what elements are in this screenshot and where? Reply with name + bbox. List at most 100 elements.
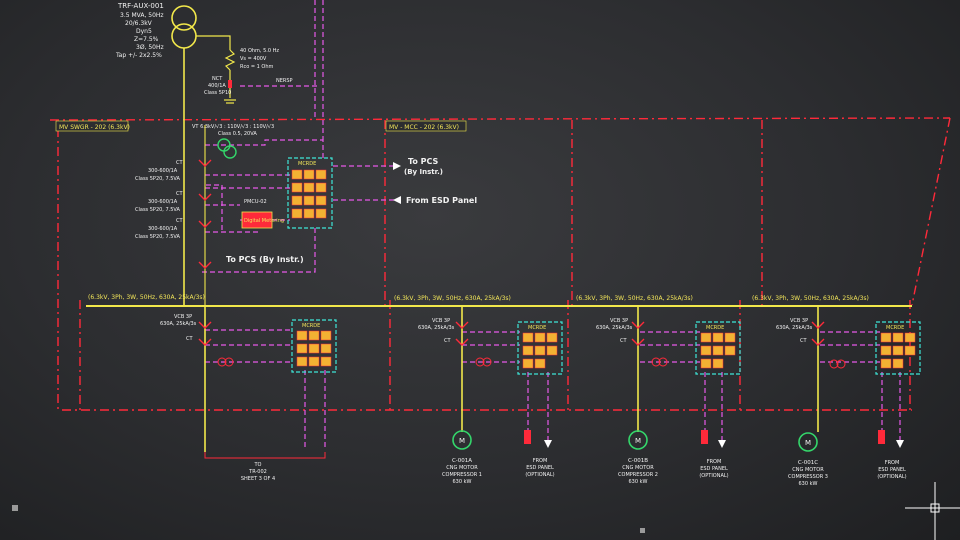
vcb-label: VCB 3P xyxy=(174,314,192,320)
vcb-rating: 630A, 25kA/3s xyxy=(160,321,197,327)
neutral-earthing[interactable]: 40 Ohm, 5.0 Hz Vs = 400V Rco = 1 Ohm NCT… xyxy=(196,35,293,104)
feeder-relay-tag: MCRDE xyxy=(302,323,320,329)
transformer-tag: TRF-AUX-001 xyxy=(117,2,164,10)
metering-label: Digital Metering xyxy=(244,218,284,224)
motor-icon xyxy=(452,430,472,450)
motor-tag: C-001C xyxy=(798,460,818,466)
esd-panel-1[interactable]: FROM ESD PANEL (OPTIONAL) xyxy=(524,430,555,478)
feeder-relay-tag: MCRDE xyxy=(706,325,724,331)
vcb-rating: 630A, 25kA/3s xyxy=(596,325,633,331)
motor-c001a[interactable]: M C-001A CNG MOTOR COMPRESSOR 1 630 kW xyxy=(442,430,482,485)
feeder-motor-3[interactable]: VCB 3P 630A, 25kA/3s CT MCRDE xyxy=(776,306,921,432)
metering-tag: PMCU-02 xyxy=(244,199,267,205)
transformer-spec: Z=7.5% xyxy=(134,36,159,43)
incomer-relay-tag: MCRDE xyxy=(298,161,316,167)
incomer-ct-label: CT xyxy=(176,218,183,224)
tr-label-line: TO xyxy=(254,462,262,468)
incomer-relay[interactable]: MCRDE xyxy=(287,157,333,229)
to-pcs-label: To PCS xyxy=(408,157,439,166)
motor-kw: 630 kW xyxy=(629,479,648,485)
nct-spec: 400/1A xyxy=(208,83,226,89)
vcb-rating: 630A, 25kA/3s xyxy=(776,325,813,331)
motor-symbol: M xyxy=(459,437,465,445)
esd-label: (OPTIONAL) xyxy=(525,472,554,478)
tr-label-line: SHEET 3 OF 4 xyxy=(241,476,275,482)
motor-desc: COMPRESSOR 3 xyxy=(788,474,828,480)
from-esd-label: From ESD Panel xyxy=(406,196,477,205)
tr-label-line: TR-002 xyxy=(248,469,267,475)
incomer-feeder[interactable]: VT 6.3kV/√3 : 110V/√3 : 110V/√3 Class 0.… xyxy=(135,48,304,306)
ct-label: CT xyxy=(186,336,193,342)
feeder-motor-2[interactable]: VCB 3P 630A, 25kA/3s CT MCRDE xyxy=(596,306,741,432)
esd-label: FROM xyxy=(885,460,900,466)
swgr-title: MV SWGR - 202 (6.3kV) xyxy=(59,124,130,131)
panel-titles: MV SWGR - 202 (6.3kV) MV - MCC - 202 (6.… xyxy=(55,120,467,132)
nct-spec: Class 5P10 xyxy=(204,90,231,96)
motor-tag: C-001A xyxy=(452,458,472,464)
nct-tag: NCT xyxy=(212,76,223,82)
incomer-ct-class: Class 5P20, 7.5VA xyxy=(135,176,181,182)
ucs-marker xyxy=(12,505,645,533)
incomer-vt-class: Class 0.5, 20VA xyxy=(218,131,257,137)
motor-icon xyxy=(798,432,818,452)
ngr-spec: Rco = 1 Ohm xyxy=(240,64,274,70)
motor-tag: C-001B xyxy=(628,458,648,464)
esd-label: (OPTIONAL) xyxy=(699,473,728,479)
esd-label: FROM xyxy=(707,459,722,465)
esd-label: FROM xyxy=(533,458,548,464)
cad-crosshair-cursor[interactable] xyxy=(905,482,960,540)
motor-desc: CNG MOTOR xyxy=(622,465,654,471)
motor-c001c[interactable]: M C-001C CNG MOTOR COMPRESSOR 3 630 kW xyxy=(788,432,828,487)
incomer-to-pcs: To PCS (By Instr.) xyxy=(226,255,304,264)
incomer-ct-class: Class 5P20, 7.5VA xyxy=(135,207,181,213)
motor-c001b[interactable]: M C-001B CNG MOTOR COMPRESSOR 2 630 kW xyxy=(618,430,658,485)
ngr-spec: 40 Ohm, 5.0 Hz xyxy=(240,48,279,54)
vcb-label: VCB 3P xyxy=(432,318,450,324)
mcc-title: MV - MCC - 202 (6.3kV) xyxy=(389,124,459,131)
incomer-ct-ratio: 300-600/1A xyxy=(148,199,178,205)
motor-kw: 630 kW xyxy=(453,479,472,485)
motor-symbol: M xyxy=(805,439,811,447)
tr002-label: TO TR-002 SHEET 3 OF 4 xyxy=(241,462,275,482)
motor-symbol: M xyxy=(635,437,641,445)
motor-icon xyxy=(628,430,648,450)
incomer-ct-ratio: 300-600/1A xyxy=(148,168,178,174)
motor-kw: 630 kW xyxy=(799,481,818,487)
transformer-spec: Tap +/- 2x2.5% xyxy=(115,52,162,59)
motor-desc: CNG MOTOR xyxy=(792,467,824,473)
esd-panel-3[interactable]: FROM ESD PANEL (OPTIONAL) xyxy=(877,430,907,480)
bus-rating: (6.3kV, 3Ph, 3W, 50Hz, 630A, 25kA/3s) xyxy=(88,294,205,301)
esd-label: (OPTIONAL) xyxy=(877,474,906,480)
esd-label: ESD PANEL xyxy=(526,465,554,471)
ct-label: CT xyxy=(444,338,451,344)
feeder-tr002[interactable]: VCB 3P 630A, 25kA/3s CT MCRDE xyxy=(160,306,337,459)
main-busbar[interactable]: (6.3kV, 3Ph, 3W, 50Hz, 630A, 25kA/3s) (6… xyxy=(86,294,912,307)
transformer-spec: Dyn5 xyxy=(136,28,152,35)
ct-label: CT xyxy=(800,338,807,344)
motor-desc: COMPRESSOR 1 xyxy=(442,472,482,478)
to-pcs-sub: (By Instr.) xyxy=(404,168,443,176)
incomer-ct-class: Class 5P20, 7.5VA xyxy=(135,234,181,240)
esd-label: ESD PANEL xyxy=(700,466,728,472)
transformer-spec: 3Ø, 50Hz xyxy=(136,44,164,51)
control-wiring xyxy=(202,0,901,448)
transformer-spec: 3.5 MVA, 50Hz xyxy=(120,12,164,19)
bus-rating: (6.3kV, 3Ph, 3W, 50Hz, 630A, 25kA/3s) xyxy=(394,295,511,302)
esd-label: ESD PANEL xyxy=(878,467,906,473)
esd-panel-2[interactable]: FROM ESD PANEL (OPTIONAL) xyxy=(699,430,729,479)
feeder-relay-tag: MCRDE xyxy=(886,325,904,331)
motor-desc: COMPRESSOR 2 xyxy=(618,472,658,478)
vcb-rating: 630A, 25kA/3s xyxy=(418,325,455,331)
ct-label: CT xyxy=(620,338,627,344)
vcb-label: VCB 3P xyxy=(790,318,808,324)
incomer-ct-label: CT xyxy=(176,160,183,166)
feeder-motor-1[interactable]: VCB 3P 630A, 25kA/3s CT MCRDE xyxy=(418,306,563,432)
incomer-ct-ratio: 300-600/1A xyxy=(148,226,178,232)
panel-borders xyxy=(49,117,951,411)
vcb-label: VCB 3P xyxy=(610,318,628,324)
signal-arrows: To PCS (By Instr.) From ESD Panel xyxy=(393,157,477,205)
ngr-spec: Vs = 400V xyxy=(240,56,267,62)
incomer-ct-label: CT xyxy=(176,191,183,197)
